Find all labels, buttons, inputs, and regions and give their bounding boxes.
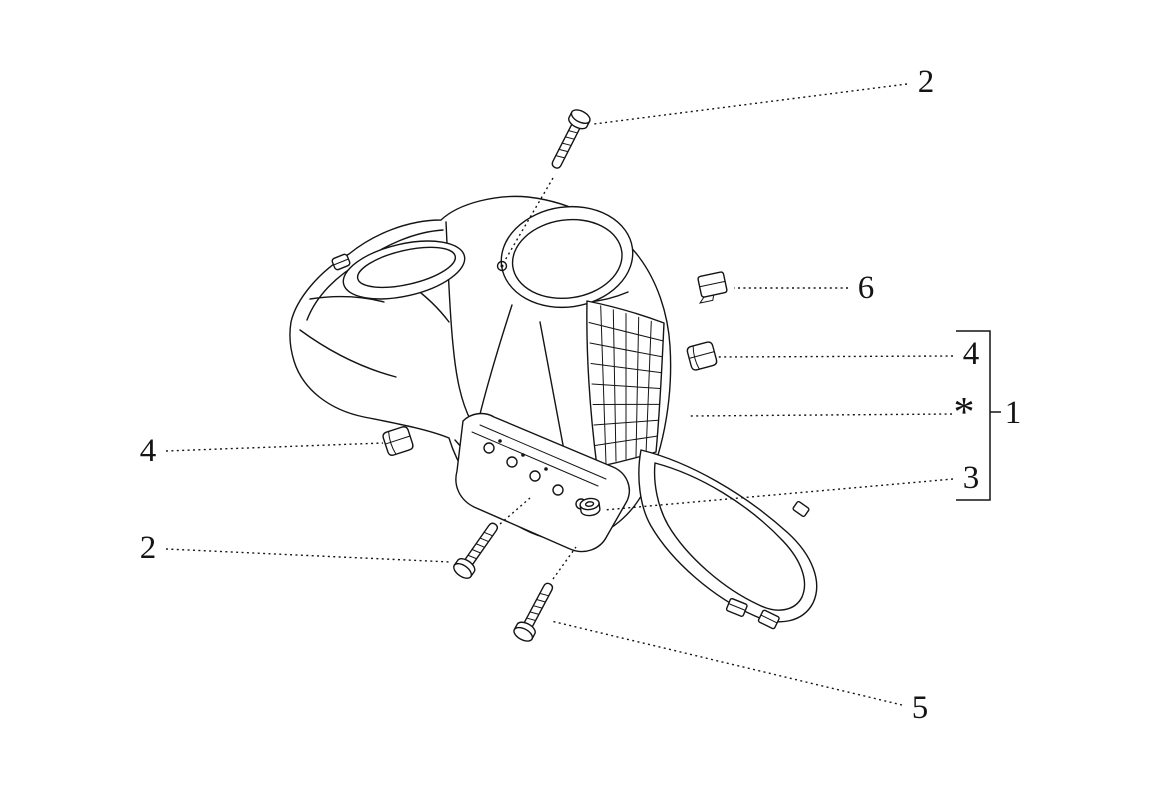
bolt-screw-top xyxy=(551,109,591,169)
rivet-dot xyxy=(498,439,502,443)
grille-horizontal-slats xyxy=(588,322,664,446)
leader-line-screw-top xyxy=(593,83,908,125)
ventilation-grille xyxy=(586,300,665,468)
plate-hole xyxy=(483,442,495,454)
leader-line-screw-top xyxy=(503,177,554,263)
leader-line-clip-left xyxy=(165,442,384,452)
leader-line-cover-marker xyxy=(689,413,953,417)
leader-line-flange-nut xyxy=(603,478,954,511)
plate-hole xyxy=(552,484,564,496)
callout-label-screw-top: 2 xyxy=(918,64,935,100)
mounting-tab xyxy=(792,500,810,518)
callout-label-clip-left: 4 xyxy=(140,433,157,469)
bolt-screw-bottom xyxy=(513,582,554,642)
callout-label-screw-bottom: 5 xyxy=(912,690,929,726)
mounting-tab xyxy=(757,609,780,630)
bolt-screw-left xyxy=(453,522,499,579)
mounting-tab xyxy=(725,597,748,617)
rivet-dot xyxy=(544,467,548,471)
side-trim-band xyxy=(638,449,818,630)
leader-line-screw-left xyxy=(165,548,451,563)
screw-hole xyxy=(496,260,508,272)
cover-assembly-artwork xyxy=(289,195,818,630)
assembly-bracket xyxy=(956,330,991,501)
plate-hole xyxy=(506,456,518,468)
flange-nut xyxy=(579,497,601,517)
callout-label-clip-right: 4 xyxy=(963,336,980,372)
small-clip-detail xyxy=(331,253,351,271)
callout-label-flange-nut: 3 xyxy=(963,460,980,496)
plate-hole xyxy=(529,470,541,482)
leader-line-clip-right xyxy=(715,355,954,358)
mounting-bracket-plate xyxy=(455,412,631,553)
rivet-dot xyxy=(521,453,525,457)
leader-line-screw-left xyxy=(499,497,531,525)
callout-label-spacer-block: 6 xyxy=(858,270,875,306)
retainer-clip-right xyxy=(686,341,718,371)
hardware-artwork xyxy=(382,109,728,642)
callout-label-screw-left: 2 xyxy=(140,530,157,566)
spacer-block xyxy=(697,271,728,304)
instrument-recess xyxy=(342,240,466,300)
callout-label-cover-assembly: 1 xyxy=(1005,395,1022,431)
leader-line-screw-bottom xyxy=(552,546,577,580)
retainer-clip-left xyxy=(382,426,414,456)
leader-line-screw-bottom xyxy=(550,620,903,706)
callout-label-cover-marker: * xyxy=(954,390,975,436)
